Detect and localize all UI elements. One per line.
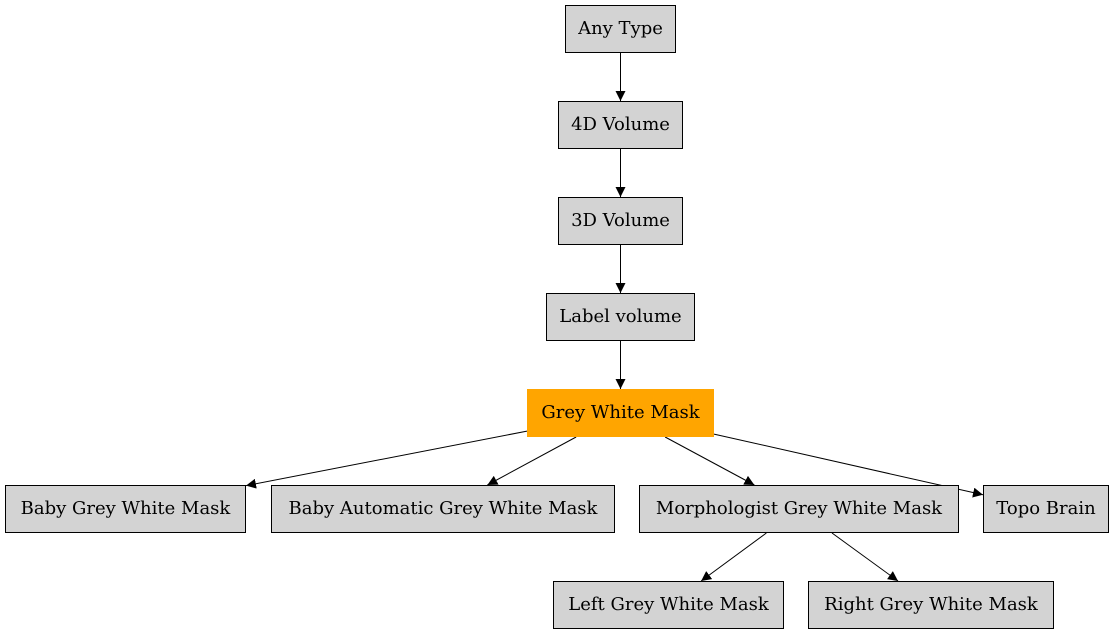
node-label: Any Type bbox=[578, 18, 663, 39]
edge-grey_white_mask-to-baby_grey_white_mask bbox=[245, 430, 528, 489]
node-morphologist-grey-white-mask: Morphologist Grey White Mask bbox=[639, 485, 959, 533]
node-grey-white-mask: Grey White Mask bbox=[527, 389, 714, 437]
node-label: Baby Automatic Grey White Mask bbox=[288, 498, 598, 519]
node-topo-brain: Topo Brain bbox=[983, 485, 1109, 533]
node-label: Label volume bbox=[559, 306, 682, 327]
node-label: Morphologist Grey White Mask bbox=[655, 498, 943, 519]
edge-grey_white_mask-to-baby_automatic_grey_white_mask bbox=[487, 436, 577, 486]
node-label: 3D Volume bbox=[571, 210, 670, 231]
node-any-type: Any Type bbox=[565, 5, 676, 53]
node-right-grey-white-mask: Right Grey White Mask bbox=[808, 581, 1054, 629]
node-label: 4D Volume bbox=[571, 114, 670, 135]
node-label-volume: Label volume bbox=[546, 293, 695, 341]
node-4d-volume: 4D Volume bbox=[558, 101, 683, 149]
node-label: Topo Brain bbox=[996, 498, 1096, 519]
edge-grey_white_mask-to-morphologist_grey_white_mask bbox=[664, 436, 755, 486]
node-label: Left Grey White Mask bbox=[568, 594, 769, 615]
node-3d-volume: 3D Volume bbox=[558, 197, 683, 245]
edge-morphologist_grey_white_mask-to-right_grey_white_mask bbox=[831, 532, 899, 582]
node-label: Baby Grey White Mask bbox=[20, 498, 231, 519]
node-label: Right Grey White Mask bbox=[824, 594, 1038, 615]
edge-morphologist_grey_white_mask-to-left_grey_white_mask bbox=[700, 532, 767, 582]
edge-grey_white_mask-to-topo_brain bbox=[713, 433, 984, 498]
node-baby-automatic-grey-white-mask: Baby Automatic Grey White Mask bbox=[271, 485, 615, 533]
node-label: Grey White Mask bbox=[541, 402, 700, 423]
node-left-grey-white-mask: Left Grey White Mask bbox=[553, 581, 784, 629]
node-baby-grey-white-mask: Baby Grey White Mask bbox=[5, 485, 246, 533]
